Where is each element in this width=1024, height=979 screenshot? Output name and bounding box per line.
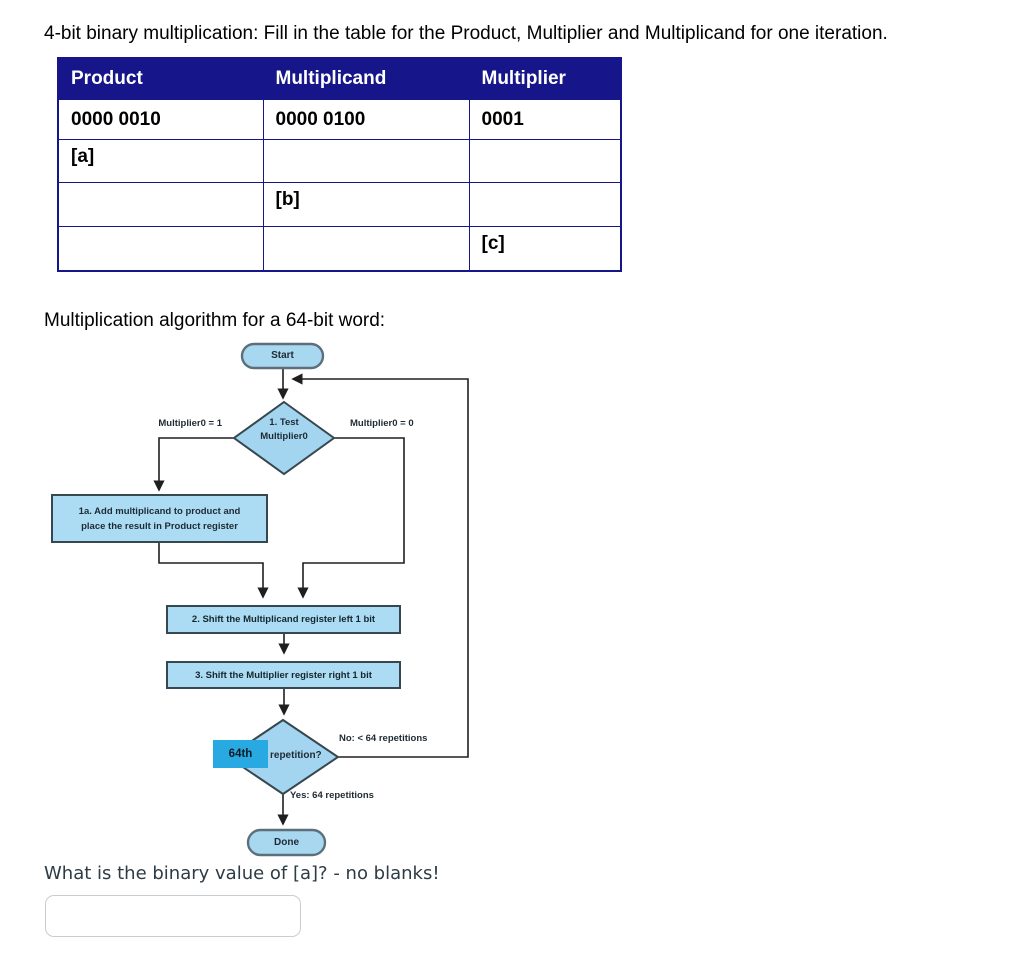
- cell-product-initial: 0000 0010: [57, 99, 264, 140]
- branch-label-multiplier0-0: Multiplier0 = 0: [350, 418, 414, 429]
- add-multiplicand-process-shape: [51, 494, 268, 543]
- cell-empty: [262, 139, 470, 183]
- cell-empty: [262, 226, 470, 271]
- shift-multiplier-process-shape: [166, 661, 401, 689]
- header-product: Product: [57, 57, 264, 100]
- 64th-highlight-box: 64th: [213, 740, 268, 768]
- flowchart-heading: Multiplication algorithm for a 64-bit wo…: [44, 310, 386, 331]
- cell-empty: [57, 182, 264, 227]
- multiplication-table: Product Multiplicand Multiplier 0000 001…: [57, 57, 622, 272]
- header-multiplier: Multiplier: [468, 57, 622, 100]
- cell-multiplier-initial: 0001: [468, 99, 622, 140]
- test-multiplier0-line1: 1. Test: [269, 417, 299, 428]
- shift-multiplier-label: 3. Shift the Multiplier register right 1…: [195, 669, 372, 681]
- arrow-branch-yes-to-add: [153, 437, 236, 492]
- answer-input[interactable]: [45, 895, 301, 937]
- test-multiplier0-decision-shape: [232, 400, 336, 476]
- cell-blank-b: [b]: [262, 182, 470, 227]
- table-row: 0000 0010 0000 0100 0001: [57, 99, 622, 140]
- shift-multiplicand-process-shape: [166, 605, 401, 634]
- table-row: [c]: [57, 226, 622, 271]
- cell-blank-a: [a]: [57, 139, 264, 183]
- start-terminal-shape: [240, 342, 325, 370]
- add-multiplicand-line1: 1a. Add multiplicand to product and: [78, 505, 241, 517]
- arrow-branch-no-to-shift: [297, 437, 405, 599]
- branch-label-multiplier0-1: Multiplier0 = 1: [158, 418, 222, 429]
- start-label: Start: [271, 350, 294, 361]
- done-label: Done: [274, 837, 299, 848]
- cell-empty: [57, 226, 264, 271]
- question-text: What is the binary value of [a]? - no bl…: [44, 863, 440, 884]
- table-row: [b]: [57, 182, 622, 227]
- shift-multiplicand-label: 2. Shift the Multiplicand register left …: [191, 614, 376, 625]
- cell-blank-c: [c]: [468, 226, 622, 271]
- repetition-label: repetition?: [270, 750, 322, 761]
- no-branch-label: No: < 64 repetitions: [339, 733, 428, 744]
- add-multiplicand-line2: place the result in Product register: [81, 520, 238, 532]
- header-multiplicand: Multiplicand: [262, 57, 470, 100]
- done-terminal-shape: [246, 828, 327, 857]
- add-multiplicand-label: 1a. Add multiplicand to product and plac…: [54, 496, 265, 541]
- arrow-no-loop-back: [291, 373, 469, 758]
- question-title: 4-bit binary multiplication: Fill in the…: [44, 23, 888, 44]
- yes-branch-label: Yes: 64 repetitions: [290, 790, 374, 801]
- table-row: [a]: [57, 139, 622, 183]
- table-header-row: Product Multiplicand Multiplier: [57, 57, 622, 100]
- cell-multiplicand-initial: 0000 0100: [262, 99, 470, 140]
- cell-empty: [468, 182, 622, 227]
- test-multiplier0-line2: Multiplier0: [260, 431, 308, 442]
- test-multiplier0-label: 1. Test Multiplier0: [234, 416, 334, 444]
- arrow-add-to-shift: [158, 542, 269, 599]
